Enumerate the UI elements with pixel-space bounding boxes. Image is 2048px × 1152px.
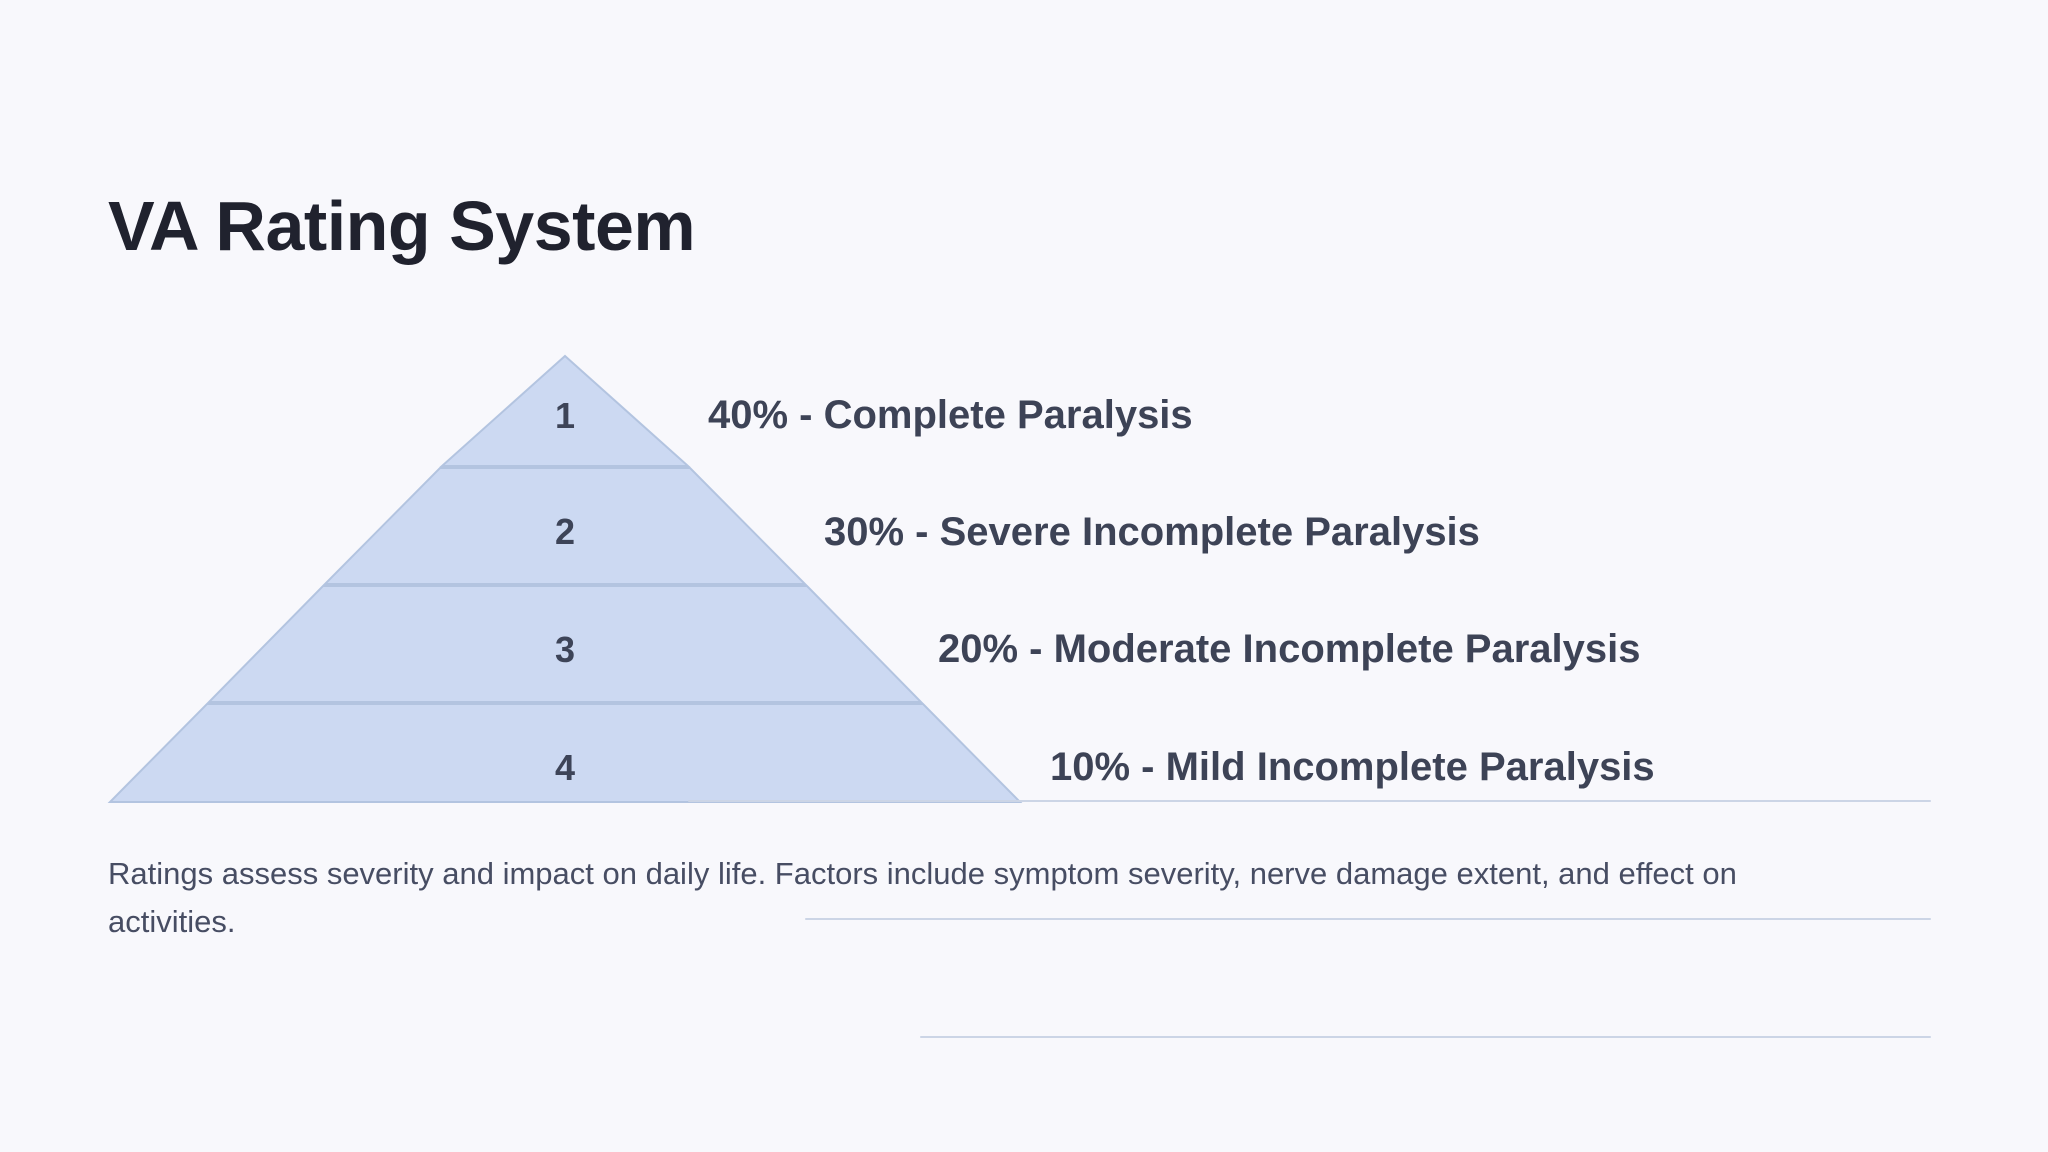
pyramid-tier-1[interactable] xyxy=(439,354,691,467)
row-divider-2 xyxy=(805,918,1931,920)
pyramid-tier-number-1: 1 xyxy=(554,395,576,436)
page-title: VA Rating System xyxy=(108,187,696,265)
pyramid-diagram xyxy=(0,340,2048,1038)
pyramid-tier-2[interactable] xyxy=(322,467,808,585)
pyramid-tier-number-4: 4 xyxy=(554,747,576,788)
pyramid-tier-4[interactable] xyxy=(107,703,1023,803)
pyramid-tier-number-3: 3 xyxy=(554,629,576,670)
pyramid-tier-label-2: 30% - Severe Incomplete Paralysis xyxy=(824,510,1480,554)
row-divider-1 xyxy=(688,800,1931,802)
pyramid-tier-label-3: 20% - Moderate Incomplete Paralysis xyxy=(938,627,1641,671)
pyramid-tier-label-1: 40% - Complete Paralysis xyxy=(708,393,1193,437)
footer-note: Ratings assess severity and impact on da… xyxy=(108,856,1737,940)
pyramid-tier-3[interactable] xyxy=(206,585,924,703)
pyramid-tier-label-4: 10% - Mild Incomplete Paralysis xyxy=(1050,745,1655,789)
pyramid-shapes xyxy=(107,354,1023,803)
row-divider-3 xyxy=(920,1036,1931,1038)
pyramid-tier-number-2: 2 xyxy=(554,511,576,552)
